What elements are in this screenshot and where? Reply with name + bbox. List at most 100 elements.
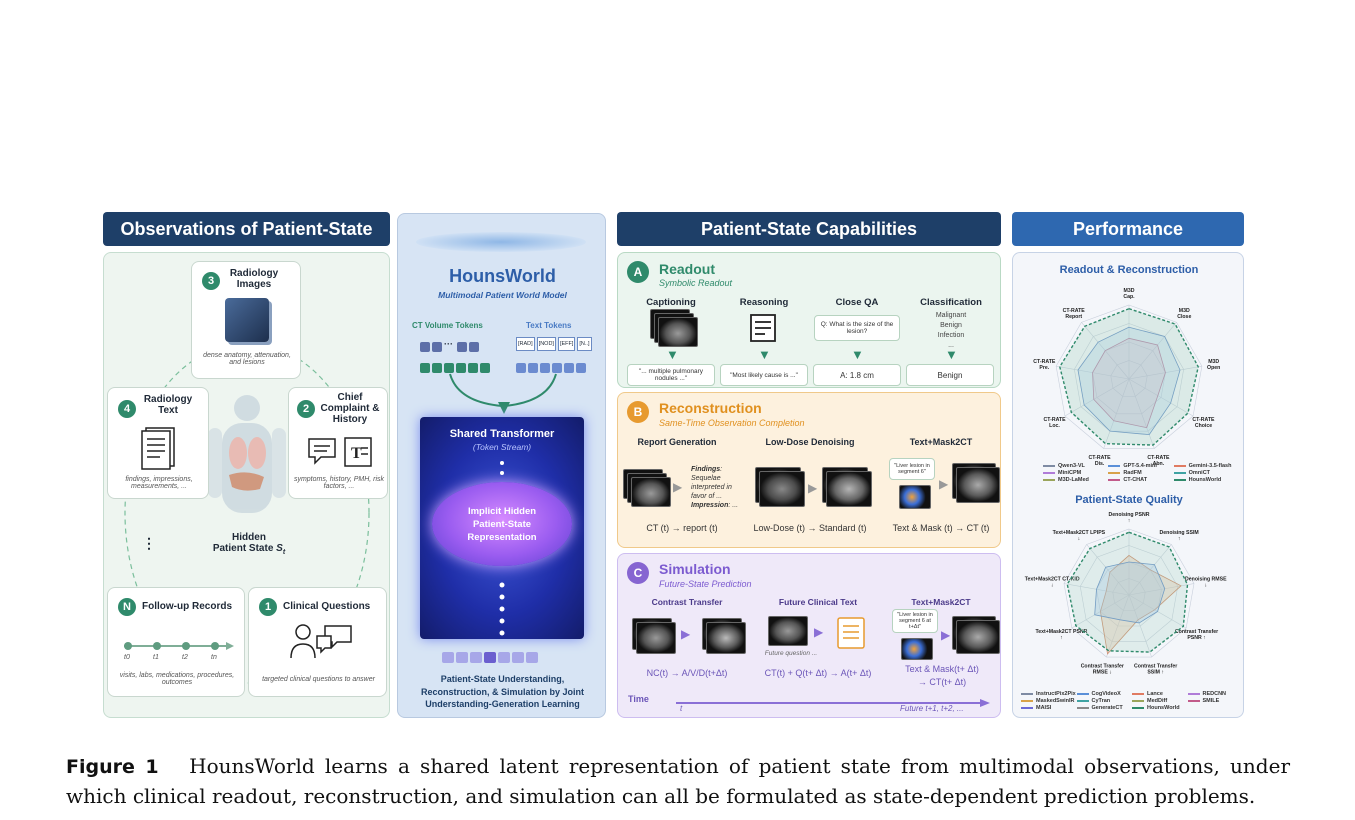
report-findings-text: Findings: Sequelae interpreted in favor … [691,466,739,509]
card-clinical-questions: 1 Clinical Questions targeted clinical q… [248,587,387,697]
radar-axis-label: ↑ [1178,536,1181,542]
legend-label: CogVideoX [1091,691,1121,697]
radar-series-shape [1094,561,1166,624]
radar-axis-label: Choice [1195,423,1212,429]
radar-axis-label: Text+Mask2CT LPIPS [1053,530,1106,536]
legend-item: HounsWorld [1173,477,1239,483]
legend-item: Qwen3-VL [1043,463,1108,469]
badge-a: A [627,261,649,283]
radar-axis-label: CT-RATE [1063,308,1086,314]
reasoning-output: "Most likely cause is ..." [720,364,808,386]
classification-output: Benign [906,364,994,386]
radar-axis-label: Denoising SSIM [1160,530,1199,536]
observations-header: Observations of Patient-State [103,212,390,246]
legend-label: M3D-LaMed [1058,477,1089,483]
legend-label: SMILE [1202,698,1220,704]
radar-grid-ring [1074,323,1184,432]
legend-item: MiniCPM [1043,470,1108,476]
radar-axis-label: Pre. [1039,365,1049,371]
task-contrast-transfer: Contrast Transfer [651,597,723,607]
ct-slice-image [956,620,1000,654]
radar-grid-ring [1110,360,1148,397]
ct-slice-image [631,477,671,507]
legend-item: CyTran [1076,698,1133,704]
text-token: [RAD] [516,337,535,351]
legend-label: OmniCT [1188,470,1211,476]
figure-caption: Figure 1 HounsWorld learns a shared late… [66,752,1290,811]
text-token: [NOD] [536,337,556,351]
time-arrow [676,699,990,707]
radar-axis-line [1103,378,1130,449]
legend-item: GPT-5.4-mini [1108,463,1173,469]
legend-swatch [1132,706,1144,709]
task-report-generation: Report Generation [637,437,717,447]
text-token-boxes: [RAD] [NOD] [EFF] [N..] [516,337,592,351]
legend-swatch [1173,471,1186,474]
radar-axis-label: RMSE ↓ [1093,669,1112,675]
legend-label: InstructPix2Pix [1036,691,1076,697]
card-radiology-images: 3 Radiology Images dense anatomy, attenu… [191,261,301,379]
legend-item: M3D-LaMed [1043,477,1108,483]
legend-swatch [1108,464,1121,467]
radar-axis-label: CT-RATE [1089,455,1112,461]
future-question-label: Future question ... [764,650,818,657]
badge-n: N [118,598,136,616]
time-start: t [680,704,683,713]
legend-label: MaskedSwinIR [1036,698,1075,704]
ct-slice-image [759,471,805,507]
radar-axis-label: CT-RATE [1043,417,1066,423]
performance-header: Performance [1012,212,1244,246]
radar-grid-ring [1055,304,1203,449]
radar1-title: Readout & Reconstruction [1059,264,1199,276]
radar-chart-readout: M3DCap.M3DCloseM3DOpenCT-RATEChoiceCT-RA… [1033,288,1220,467]
radar-axis-line [1128,378,1194,417]
model-subtitle: Multimodal Patient World Model [438,290,567,300]
badge-2: 2 [297,400,315,418]
reconstruction-title: Reconstruction [659,400,762,416]
legend-item: MedDiff [1132,698,1188,704]
radar-axis-line [1128,583,1195,596]
radiology-text-desc: findings, impressions, measurements, ... [125,476,193,490]
model-name: HounsWorld [449,266,556,286]
legend-swatch [1076,699,1089,702]
task-captioning: Captioning [646,297,696,308]
legend-label: Lance [1147,691,1163,697]
radar-axis-label: M3D [1208,359,1219,365]
radar-chart-quality: Denoising PSNR↑Denoising SSIM↑Denoising … [1025,512,1227,675]
task-low-dose-denoising: Low-Dose Denoising [765,437,855,447]
ct-volume-cubes: ··· [420,339,498,357]
human-body-illustration [208,395,286,513]
legend-item: MAISI [1021,705,1077,711]
ct-slice-image [826,471,872,507]
ct-tokens-label: CT Volume Tokens [412,321,483,330]
radar-axis-label: M3D [1179,308,1190,314]
segmentation-mask-image [899,485,931,509]
legend-swatch [1187,692,1200,695]
ct-cube-icon [225,298,269,342]
task-sim-text-mask2ct: Text+Mask2CT [911,597,971,607]
radar-series-shape [1066,531,1189,653]
answer-document-icon [837,617,865,649]
radar-axis-line [1128,378,1155,449]
text-token-row [516,360,588,378]
capabilities-header: Patient-State Capabilities [617,212,1001,246]
formula-future-text: CT(t) + Q(t+ Δt) → A(t+ Δt) [764,668,872,678]
legend-label: MedDiff [1147,698,1168,704]
observations-panel: Hidden Patient State St ⋮ 3 Radiology Im… [103,252,390,718]
card-radiology-text: 4 Radiology Text findings, impressions, … [107,387,209,499]
radar-axis-label: ↓ [1051,582,1054,588]
radar-axis-label: Report [1065,314,1082,320]
svg-text:T: T [351,445,362,462]
legend-label: MiniCPM [1058,470,1082,476]
legend-item: GenerateCT [1076,705,1133,711]
radar-axis-label: Dis. [1095,461,1105,467]
task-classification: Classification [920,297,982,308]
radar-series-shape [1059,307,1199,446]
radar-grid-ring [1112,578,1146,611]
radar-grid-ring [1079,545,1179,642]
model-bottom-text: Patient-State Understanding, Reconstruct… [420,674,584,709]
radar-axis-line [1128,322,1177,380]
classification-options: Malignant Benign Infection ... [935,312,967,349]
